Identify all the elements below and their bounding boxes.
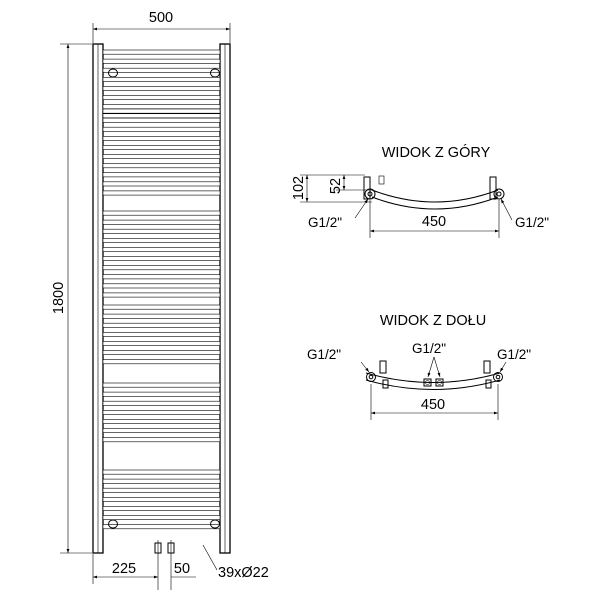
height-label: 1800 [51, 282, 67, 314]
horizontal-tube [102, 506, 221, 511]
horizontal-tube [102, 382, 221, 388]
top-brackets [108, 68, 220, 78]
horizontal-tube [102, 409, 221, 415]
horizontal-tube [102, 359, 221, 365]
horizontal-tube [102, 117, 221, 123]
bottom-connection-pipes [154, 540, 175, 590]
horizontal-tube [102, 145, 221, 150]
horizontal-tube [102, 469, 221, 475]
horizontal-tube [102, 419, 221, 424]
horizontal-tube [102, 341, 221, 346]
horizontal-tube [102, 228, 221, 234]
bottom-connection-right: G1/2" [497, 347, 531, 362]
horizontal-tube [102, 322, 221, 328]
top-view-title: WIDOK Z GÓRY [382, 144, 491, 161]
horizontal-tube [102, 487, 221, 493]
horizontal-tube [102, 304, 221, 310]
horizontal-tube [102, 256, 221, 261]
horizontal-tube [102, 77, 221, 82]
horizontal-tube [102, 478, 221, 484]
horizontal-tube [102, 49, 221, 55]
horizontal-tube [102, 331, 221, 337]
bottom-dimensions: 225 50 [92, 554, 196, 584]
width-label: 500 [149, 10, 173, 26]
depth-label: 102 [291, 176, 307, 200]
horizontal-tube [102, 67, 221, 73]
horizontal-tube [102, 163, 221, 169]
horizontal-tube [102, 86, 221, 91]
horizontal-tube [102, 274, 221, 280]
horizontal-tube [102, 428, 221, 433]
horizontal-tube [102, 104, 221, 110]
horizontal-tube [102, 190, 221, 196]
horizontal-tube [102, 154, 221, 159]
horizontal-tube [102, 496, 221, 502]
horizontal-tube [102, 350, 221, 355]
horizontal-tube [102, 108, 221, 114]
top-width-label: 450 [422, 214, 446, 230]
horizontal-tube [102, 247, 221, 252]
height-dimension: 1800 [51, 43, 92, 554]
bottom-view: WIDOK Z DOŁU 450 G1/2" G1/2" G1/2" [307, 313, 531, 420]
width-dimension: 500 [92, 10, 231, 43]
tubes-leader: 39xØ22 [202, 544, 269, 581]
pipe-spacing-label: 50 [174, 561, 190, 577]
horizontal-tube [102, 524, 221, 530]
horizontal-tube [102, 219, 221, 225]
horizontal-tube [102, 283, 221, 289]
horizontal-tube [102, 400, 221, 406]
top-view: WIDOK Z GÓRY 102 52 450 G1/2" G1/2" [291, 144, 549, 238]
front-view: 500 1800 225 50 39xØ22 [51, 10, 269, 590]
bottom-connection-left: G1/2" [307, 347, 341, 362]
horizontal-tube [102, 437, 221, 443]
top-connection-right: G1/2" [515, 215, 549, 230]
horizontal-tube [102, 181, 221, 187]
horizontal-tube [102, 95, 221, 100]
bottom-brackets [108, 519, 220, 529]
horizontal-tube [102, 391, 221, 397]
bottom-width-label: 450 [421, 397, 445, 413]
bottom-view-title: WIDOK Z DOŁU [380, 313, 486, 329]
horizontal-tube [102, 313, 221, 319]
horizontal-tube [102, 58, 221, 64]
bottom-connection-middle: G1/2" [412, 341, 446, 356]
top-connection-left: G1/2" [308, 215, 342, 230]
tubes-label: 39xØ22 [218, 565, 269, 581]
horizontal-tube [102, 515, 221, 520]
horizontal-tube [102, 292, 221, 298]
horizontal-tube [102, 126, 221, 132]
horizontal-tube [102, 113, 221, 119]
offset-label: 52 [328, 178, 344, 194]
horizontal-tube [102, 265, 221, 271]
horizontal-tubes [102, 49, 221, 530]
horizontal-tube [102, 172, 221, 178]
horizontal-tube [102, 238, 221, 243]
horizontal-tube [102, 210, 221, 216]
horizontal-tube [102, 136, 221, 141]
left-offset-label: 225 [112, 561, 136, 577]
